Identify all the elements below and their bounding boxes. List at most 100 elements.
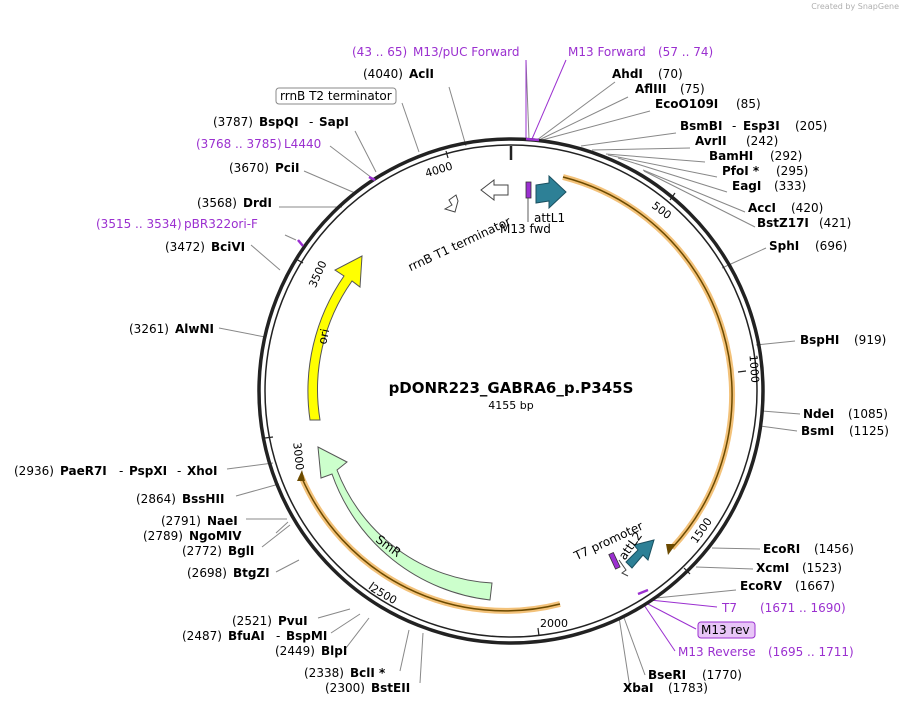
site-blpi-pos: (2449) <box>275 644 315 658</box>
site-ngomiv-pos: (2789) <box>143 529 183 543</box>
rrnB-T2-feature <box>443 194 459 213</box>
site-drdi: DrdI <box>243 196 272 210</box>
site-sphi-pos: (696) <box>815 239 847 253</box>
site-alwni-pos: (3261) <box>129 322 169 336</box>
site-xhoi: XhoI <box>187 464 218 478</box>
tick-2000: 2000 <box>540 617 568 630</box>
site-avrii: AvrII <box>695 134 727 148</box>
site-bspmi: BspMI <box>286 629 327 643</box>
site-bfuai-pos: (2487) <box>182 629 222 643</box>
site-eagi: EagI <box>732 179 761 193</box>
site-bspqi-pos: (3787) <box>213 115 253 129</box>
site-ecorv: EcoRV <box>740 579 783 593</box>
site-bcivi: BciVI <box>211 240 245 254</box>
site-blpi: BlpI <box>321 644 347 658</box>
ori-label: ori <box>315 327 332 345</box>
site-bseri-pos: (1770) <box>702 668 742 682</box>
separator-dash: - <box>276 629 280 643</box>
site-ecori: EcoRI <box>763 542 800 556</box>
primer-t7-pos: (1671 .. 1690) <box>760 601 846 615</box>
separator-dash: - <box>177 464 181 478</box>
site-bsmi-pos: (1125) <box>849 424 889 438</box>
site-xcmi: XcmI <box>756 561 789 575</box>
primer-pbr322ori-f-pos: (3515 .. 3534) <box>96 217 182 231</box>
site-sapi: SapI <box>319 115 349 129</box>
site-pcii-pos: (3670) <box>229 161 269 175</box>
site-pvui-pos: (2521) <box>232 614 272 628</box>
site-bamhi-pos: (292) <box>770 149 802 163</box>
primer-l4440-pos: (3768 .. 3785) <box>196 137 282 151</box>
site-acli: AclI <box>409 67 434 81</box>
site-ecori-pos: (1456) <box>814 542 854 556</box>
site-ahdi-pos: (70) <box>658 67 683 81</box>
site-alwni: AlwNI <box>175 322 214 336</box>
site-ahdi: AhdI <box>612 67 643 81</box>
site-bfuai: BfuAI <box>228 629 265 643</box>
site-bsphi-pos: (919) <box>854 333 886 347</box>
site-acci-pos: (420) <box>791 201 823 215</box>
rrnB-T2-label: rrnB T2 terminator <box>280 89 392 103</box>
site-ngomiv: NgoMIV <box>189 529 242 543</box>
primer-marks <box>297 137 649 596</box>
backbone-inner <box>264 144 758 638</box>
plasmid-size: 4155 bp <box>488 399 533 412</box>
site-pvui: PvuI <box>278 614 308 628</box>
t7-promoter-feature <box>618 559 629 577</box>
site-bgli: BglI <box>228 544 254 558</box>
site-bcivi-pos: (3472) <box>165 240 205 254</box>
site-btgzi-pos: (2698) <box>187 566 227 580</box>
site-naei-pos: (2791) <box>161 514 201 528</box>
separator-dash: - <box>119 464 123 478</box>
site-acli-pos: (4040) <box>363 67 403 81</box>
site-acci: AccI <box>748 201 776 215</box>
rrnB-T1-label: rrnB T1 terminator <box>406 214 513 274</box>
ori-feature <box>307 255 363 421</box>
primer-t7-name: T7 <box>721 601 737 615</box>
tick-4000: 4000 <box>424 160 455 181</box>
site-bsshii-pos: (2864) <box>136 492 176 506</box>
primer-m13-reverse-name: M13 Reverse <box>678 645 756 659</box>
t7-primer-feature <box>608 551 621 570</box>
tick-1000: 1000 <box>747 354 762 383</box>
site-afliii: AflIII <box>635 82 667 96</box>
backbone-outer <box>257 137 765 645</box>
primer-l4440-name: L4440 <box>284 137 321 151</box>
cds-arc-smr-outer <box>298 474 561 614</box>
separator-dash: - <box>732 119 736 133</box>
site-pfoi: PfoI * <box>722 164 760 178</box>
site-eagi-pos: (333) <box>774 179 806 193</box>
m13-fwd-label: M13 fwd <box>500 222 551 236</box>
smr-outer-arrow-head <box>297 470 305 481</box>
cds-arrow-head <box>666 544 676 555</box>
site-bsphi: BspHI <box>800 333 839 347</box>
site-pspxi: PspXI <box>129 464 167 478</box>
primer-m13-puc-pos: (43 .. 65) <box>352 45 407 59</box>
site-xbai-pos: (1783) <box>668 681 708 695</box>
site-bsteii: BstEII <box>371 681 410 695</box>
site-sphi: SphI <box>769 239 799 253</box>
site-bstz17i: BstZ17I <box>757 216 809 230</box>
site-ndei: NdeI <box>803 407 834 421</box>
site-esp3i: Esp3I <box>743 119 780 133</box>
primer-m13-rev-box <box>697 621 756 639</box>
site-bamhi: BamHI <box>709 149 753 163</box>
smr-feature <box>317 446 493 601</box>
attL1-label: attL1 <box>534 211 565 225</box>
attL2-feature <box>625 539 655 569</box>
separator-dash: - <box>309 115 313 129</box>
site-btgzi: BtgZI <box>233 566 270 580</box>
scale-ticks <box>264 150 747 637</box>
site-afliii-pos: (75) <box>680 82 705 96</box>
site-ecoo109i: EcoO109I <box>655 97 718 111</box>
site-paer7i-pos: (2936) <box>14 464 54 478</box>
primer-pbr322ori-f-name: pBR322ori-F <box>184 217 258 231</box>
site-ndei-pos: (1085) <box>848 407 888 421</box>
rrnB-T2-box <box>275 87 397 105</box>
tick-3000: 3000 <box>290 442 306 471</box>
site-bsteii-pos: (2300) <box>325 681 365 695</box>
site-pcii: PciI <box>275 161 300 175</box>
site-xcmi-pos: (1523) <box>802 561 842 575</box>
primer-m13-forward-name: M13 Forward <box>568 45 646 59</box>
site-bstz17i-pos: (421) <box>819 216 851 230</box>
